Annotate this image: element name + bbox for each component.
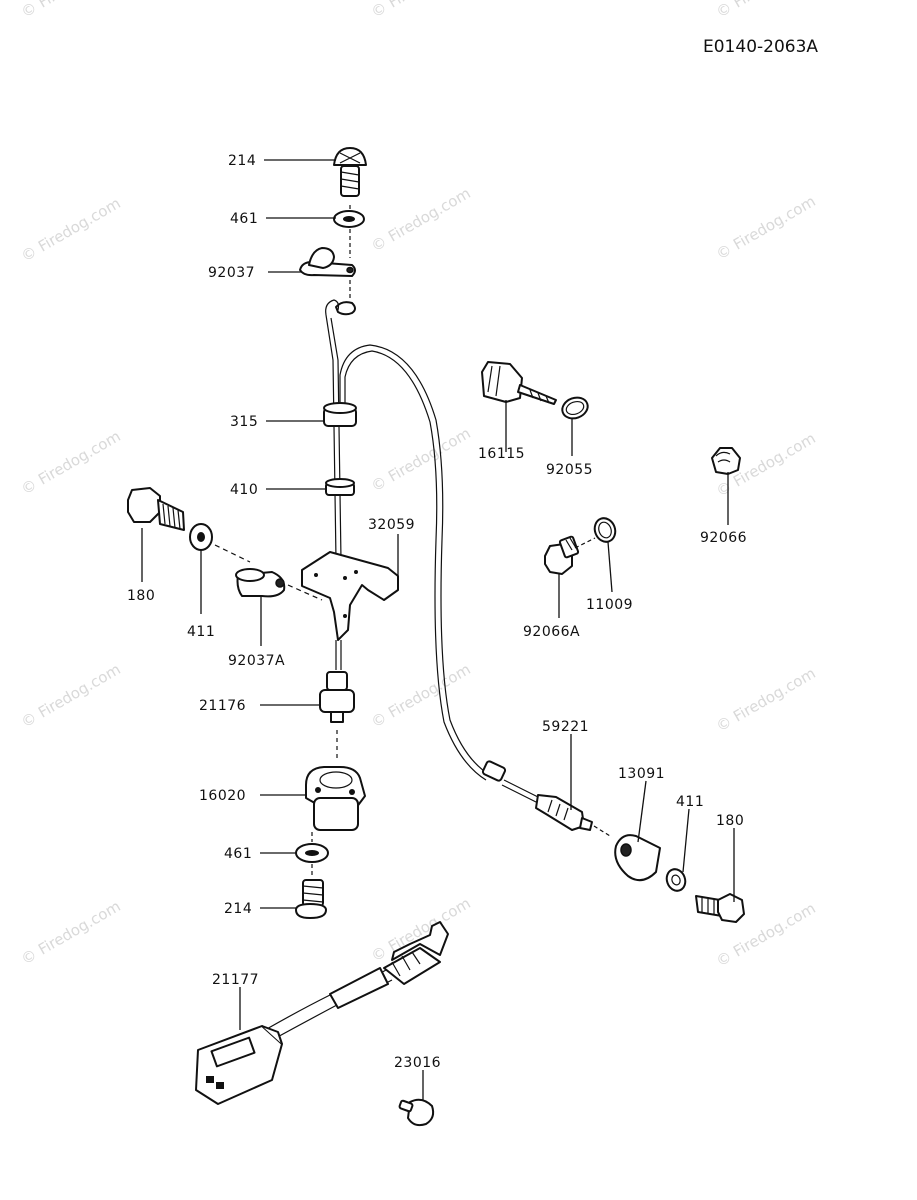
- part-label-410: 410: [230, 482, 258, 498]
- part-label-16115: 16115: [478, 446, 525, 462]
- watermark: © Firedog.com: [18, 0, 124, 21]
- part-label-92055: 92055: [546, 462, 593, 478]
- part-label-214-bottom: 214: [224, 901, 252, 917]
- part-label-92066: 92066: [700, 530, 747, 546]
- part-label-32059: 32059: [368, 517, 415, 533]
- watermark: © Firedog.com: [713, 192, 819, 263]
- diagram-code: E0140-2063A: [703, 37, 818, 57]
- part-label-92066a: 92066A: [523, 624, 580, 640]
- watermark: © Firedog.com: [368, 660, 474, 731]
- watermark: © Firedog.com: [18, 194, 124, 265]
- screw-214-top-drawing: [333, 147, 367, 197]
- part-label-315: 315: [230, 414, 258, 430]
- part-label-21177: 21177: [212, 972, 259, 988]
- part-label-13091: 13091: [618, 766, 665, 782]
- part-label-59221: 59221: [542, 719, 589, 735]
- part-label-411-left: 411: [187, 624, 215, 640]
- watermark: © Firedog.com: [713, 664, 819, 735]
- part-label-11009: 11009: [586, 597, 633, 613]
- watermarks: © Firedog.com © Firedog.com © Firedog.co…: [18, 0, 819, 970]
- part-label-21176: 21176: [199, 698, 246, 714]
- bolt-180-left-drawing: [127, 487, 185, 531]
- part-label-214-top: 214: [228, 153, 256, 169]
- part-label-461-top: 461: [230, 211, 258, 227]
- watermark: © Firedog.com: [713, 0, 819, 21]
- part-label-461-bottom: 461: [224, 846, 252, 862]
- part-label-92037a: 92037A: [228, 653, 285, 669]
- watermark: © Firedog.com: [18, 427, 124, 498]
- part-label-23016: 23016: [394, 1055, 441, 1071]
- part-labels: 214 461 92037 315 410 32059 180 411 9203…: [127, 153, 747, 1071]
- watermark: © Firedog.com: [18, 660, 124, 731]
- watermark: © Firedog.com: [368, 424, 474, 495]
- part-label-180-left: 180: [127, 588, 155, 604]
- part-label-180-right: 180: [716, 813, 744, 829]
- watermark: © Firedog.com: [18, 897, 124, 968]
- leader-lines: [141, 159, 735, 1100]
- watermark: © Firedog.com: [368, 184, 474, 255]
- part-label-16020: 16020: [199, 788, 246, 804]
- part-label-411-right: 411: [676, 794, 704, 810]
- part-drawings: [127, 147, 745, 1127]
- part-label-92037: 92037: [208, 265, 255, 281]
- watermark: © Firedog.com: [368, 0, 474, 21]
